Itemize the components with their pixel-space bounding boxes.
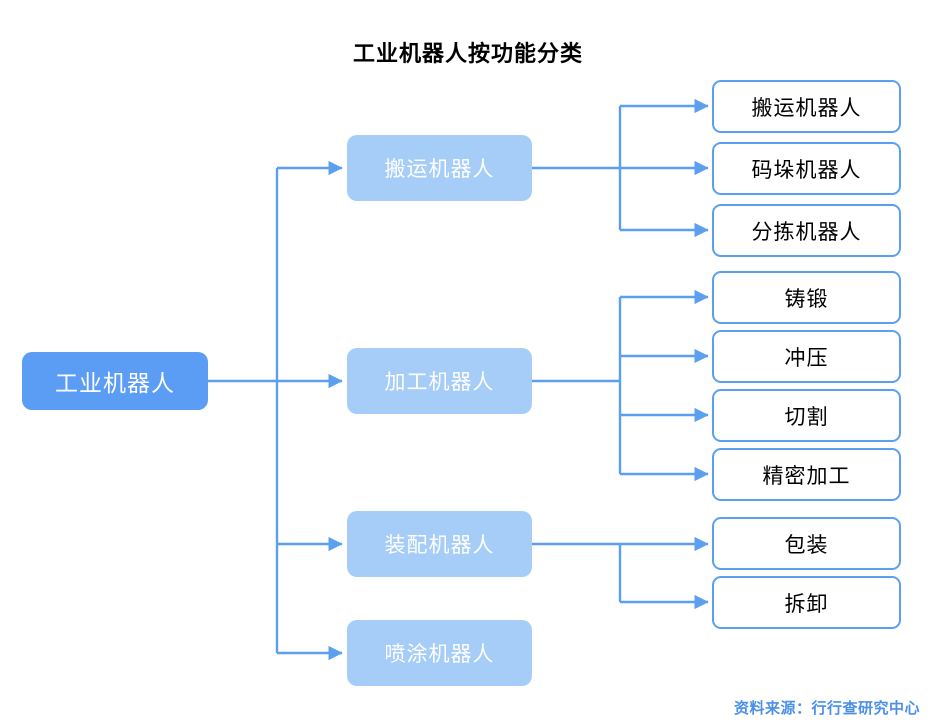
node-leaf-assembly-2[interactable]: 拆卸 xyxy=(712,576,901,629)
node-leaf-machining-4[interactable]: 精密加工 xyxy=(712,448,901,501)
node-branch-assembly-label: 装配机器人 xyxy=(384,534,495,557)
node-leaf-assembly-1[interactable]: 包装 xyxy=(712,517,901,570)
node-leaf-machining-4-label: 精密加工 xyxy=(762,464,851,488)
node-branch-handling-label: 搬运机器人 xyxy=(384,158,495,181)
node-root[interactable]: 工业机器人 xyxy=(22,352,208,410)
node-leaf-assembly-2-label: 拆卸 xyxy=(784,592,829,616)
node-branch-machining[interactable]: 加工机器人 xyxy=(347,348,532,414)
node-branch-painting[interactable]: 喷涂机器人 xyxy=(347,620,532,686)
node-leaf-machining-3-label: 切割 xyxy=(784,405,829,429)
node-branch-assembly[interactable]: 装配机器人 xyxy=(347,511,532,577)
node-leaf-machining-1-label: 铸锻 xyxy=(784,287,829,311)
node-leaf-machining-2-label: 冲压 xyxy=(784,346,829,370)
node-leaf-machining-3[interactable]: 切割 xyxy=(712,389,901,442)
page-title: 工业机器人按功能分类 xyxy=(352,41,583,66)
node-leaf-machining-1[interactable]: 铸锻 xyxy=(712,271,901,324)
node-leaf-handling-3[interactable]: 分拣机器人 xyxy=(712,204,901,257)
node-leaf-handling-1[interactable]: 搬运机器人 xyxy=(712,80,901,133)
node-branch-painting-label: 喷涂机器人 xyxy=(384,643,495,666)
node-leaf-assembly-1-label: 包装 xyxy=(784,533,829,557)
node-leaf-handling-3-label: 分拣机器人 xyxy=(751,220,862,244)
node-root-label: 工业机器人 xyxy=(55,370,175,396)
node-leaf-handling-1-label: 搬运机器人 xyxy=(751,96,862,120)
node-leaf-handling-2-label: 码垛机器人 xyxy=(751,158,862,182)
node-leaf-machining-2[interactable]: 冲压 xyxy=(712,330,901,383)
node-branch-handling[interactable]: 搬运机器人 xyxy=(347,135,532,201)
node-leaf-handling-2[interactable]: 码垛机器人 xyxy=(712,142,901,195)
source-caption: 资料来源：行行查研究中心 xyxy=(733,700,920,717)
node-branch-machining-label: 加工机器人 xyxy=(384,371,495,394)
